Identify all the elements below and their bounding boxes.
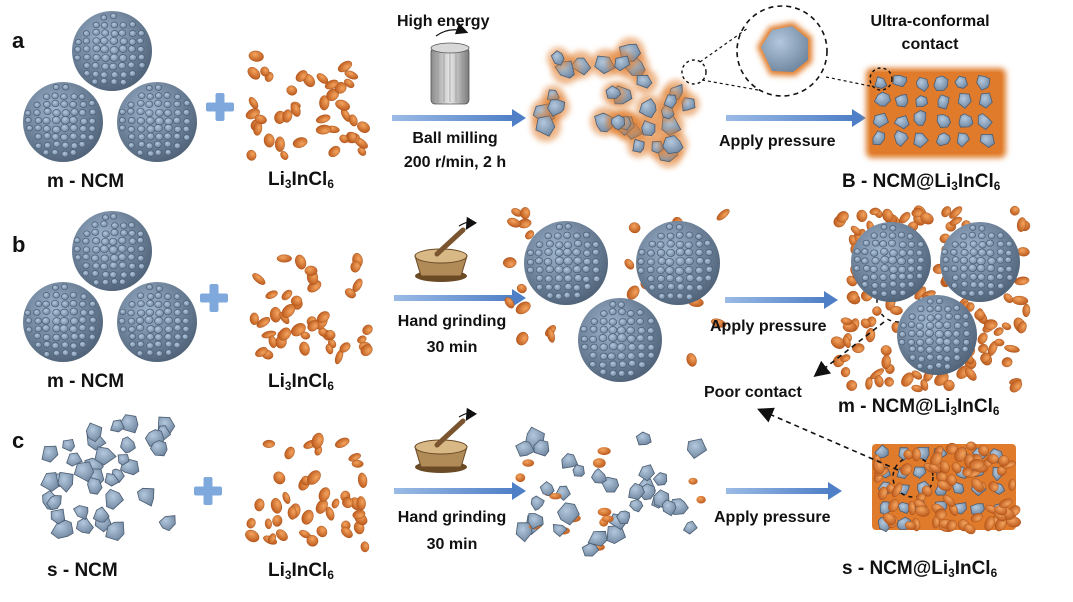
label-a-press: Apply pressure: [719, 133, 836, 150]
a-electrolyte-particles: [245, 50, 370, 161]
b-plus-icon: [200, 284, 228, 312]
label-c-press: Apply pressure: [714, 509, 831, 526]
panel-letter-b: b: [12, 232, 26, 257]
poor-contact-pointers: [757, 321, 899, 471]
a-ncm-sphere-right: [117, 82, 197, 162]
b-arrow-press: [725, 291, 838, 309]
label-a-condition: 200 r/min, 2 h: [403, 154, 507, 171]
a-plus-icon: [206, 93, 234, 121]
b-mixed-sphere-bottom: [578, 298, 662, 382]
label-c-process: Hand grinding: [397, 509, 507, 526]
label-b-start: m - NCM: [47, 371, 125, 392]
a-arrow-press: [726, 109, 866, 127]
label-b-process: Hand grinding: [397, 313, 507, 330]
label-c-product: s - NCM@Li3InCl6: [842, 558, 998, 580]
b-electrolyte-particles: [249, 252, 373, 365]
a-arrow-ball-milling: [392, 109, 526, 127]
label-c-electrolyte: Li3InCl6: [268, 560, 334, 582]
b-composite-sphere-left: [851, 222, 931, 302]
label-a-process: Ball milling: [412, 130, 498, 147]
b-ncm-sphere-left: [23, 282, 103, 362]
a-zoom-callout: [681, 5, 893, 97]
label-callout-line2: contact: [901, 36, 959, 53]
c-electrolyte-particles: [245, 432, 370, 553]
drawing-layer: [23, 5, 1031, 557]
label-c-start: s - NCM: [47, 560, 118, 581]
label-b-press: Apply pressure: [710, 318, 827, 335]
label-b-product: m - NCM@Li3InCl6: [838, 396, 1000, 418]
c-mixed-grains: [515, 426, 708, 557]
a-ncm-sphere-left: [23, 82, 103, 162]
b-mixed-sphere-right: [636, 221, 720, 305]
b-mortar-icon: [414, 216, 478, 282]
label-callout-line1: Ultra-conformal: [870, 13, 990, 30]
b-mixed-sphere-left: [524, 221, 608, 305]
label-poor-contact: Poor contact: [704, 384, 802, 401]
label-a-electrolyte: Li3InCl6: [268, 169, 334, 191]
c-arrow-press: [726, 482, 842, 500]
c-mortar-icon: [414, 407, 478, 473]
a-composite-block: [866, 68, 1006, 158]
a-ncm-sphere-top: [72, 11, 152, 91]
label-a-start: m - NCM: [47, 171, 125, 192]
b-ncm-sphere-right: [117, 282, 197, 362]
panel-letter-a: a: [12, 28, 25, 53]
b-composite-sphere-bottom: [897, 295, 977, 375]
c-composite-electrolyte: [872, 441, 1021, 535]
c-ncm-grains: [40, 414, 176, 542]
panel-letter-c: c: [12, 428, 25, 453]
label-b-condition: 30 min: [426, 339, 478, 356]
a-coated-grains: [530, 37, 700, 168]
c-plus-icon: [194, 477, 222, 505]
label-c-condition: 30 min: [426, 536, 478, 553]
b-composite-sphere-right: [940, 222, 1020, 302]
label-b-electrolyte: Li3InCl6: [268, 371, 334, 393]
a-ball-mill-jar: [430, 23, 470, 105]
b-arrow-hand-grinding: [394, 289, 526, 307]
label-high-energy: High energy: [397, 13, 490, 30]
label-a-product: B - NCM@Li3InCl6: [842, 171, 1001, 193]
c-arrow-hand-grinding: [394, 482, 526, 500]
b-ncm-sphere-top: [72, 211, 152, 291]
